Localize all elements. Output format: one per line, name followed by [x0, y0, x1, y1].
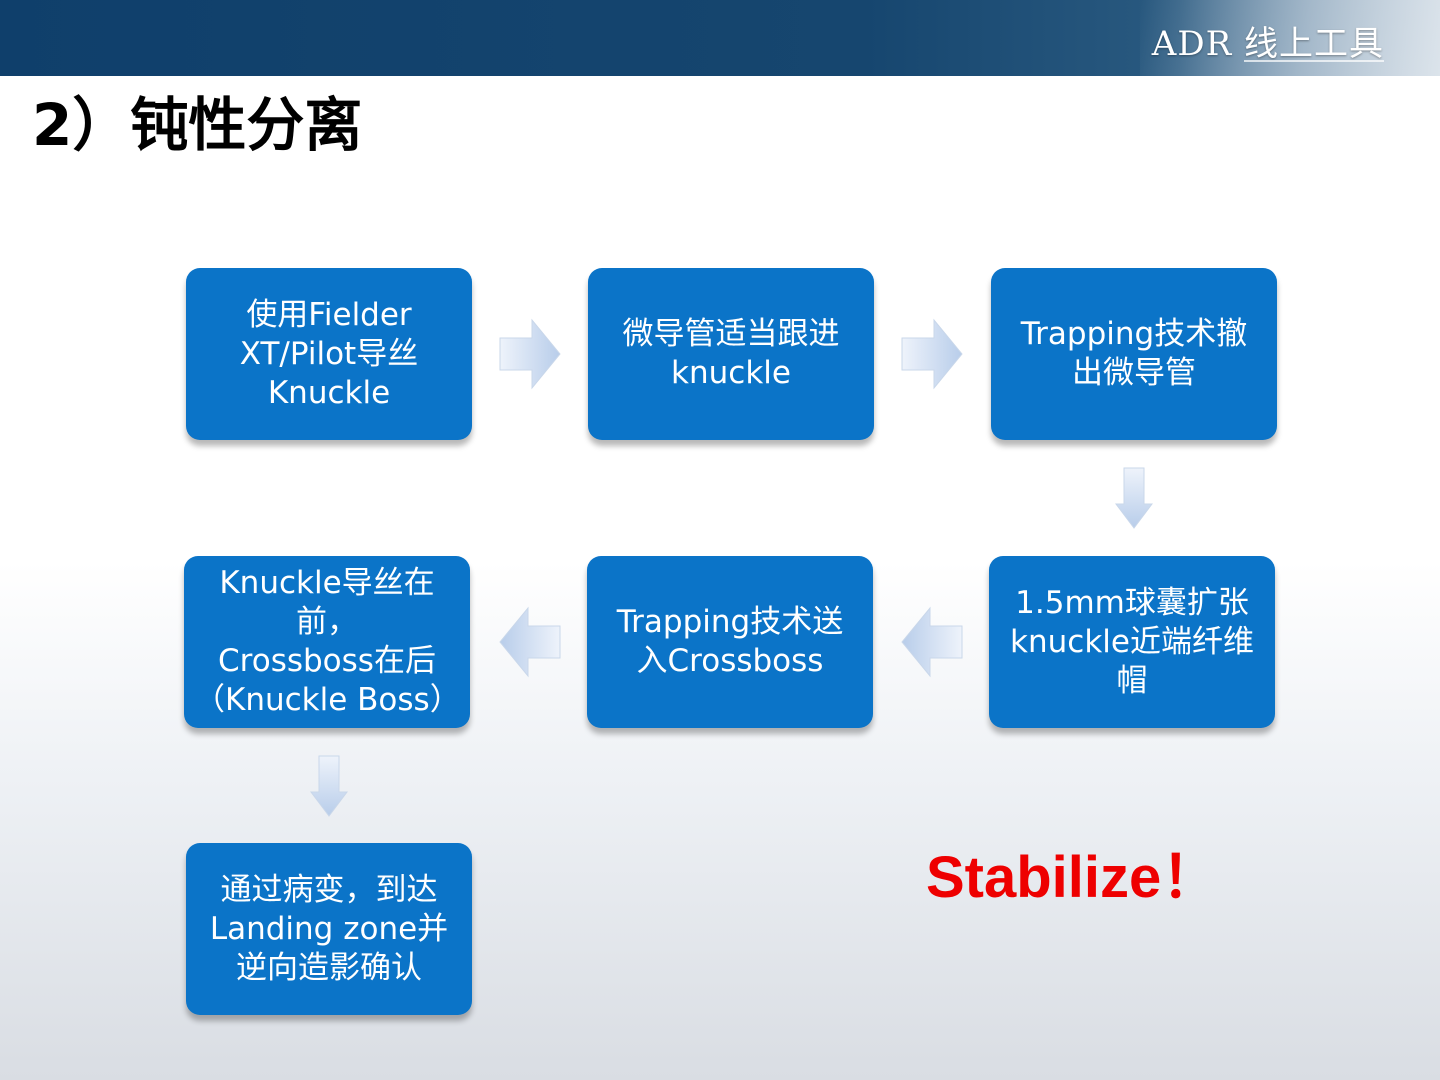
- brand-logo: ADR 线上工具: [1151, 24, 1384, 64]
- arrow-right-icon: [499, 318, 561, 390]
- step-5-box: Trapping技术送 入Crossboss: [587, 556, 873, 728]
- header-bar: ADR 线上工具: [0, 0, 1440, 76]
- arrow-right-icon: [901, 318, 963, 390]
- step-1-box: 使用Fielder XT/Pilot导丝 Knuckle: [186, 268, 472, 440]
- header-highlight: [1140, 0, 1440, 76]
- step-2-box: 微导管适当跟进 knuckle: [588, 268, 874, 440]
- step-4-box: 1.5mm球囊扩张 knuckle近端纤维 帽: [989, 556, 1275, 728]
- arrow-left-icon: [499, 606, 561, 678]
- step-7-box: 通过病变，到达 Landing zone并 逆向造影确认: [186, 843, 472, 1015]
- step-3-box: Trapping技术撤 出微导管: [991, 268, 1277, 440]
- brand-underline: [1244, 60, 1384, 62]
- stabilize-callout: Stabilize！: [926, 845, 1220, 910]
- arrow-down-icon: [1115, 467, 1153, 529]
- arrow-left-icon: [901, 606, 963, 678]
- page-title: 2）钝性分离: [32, 91, 363, 159]
- step-6-box: Knuckle导丝在前， Crossboss在后 （Knuckle Boss）: [184, 556, 470, 728]
- arrow-down-icon: [310, 755, 348, 817]
